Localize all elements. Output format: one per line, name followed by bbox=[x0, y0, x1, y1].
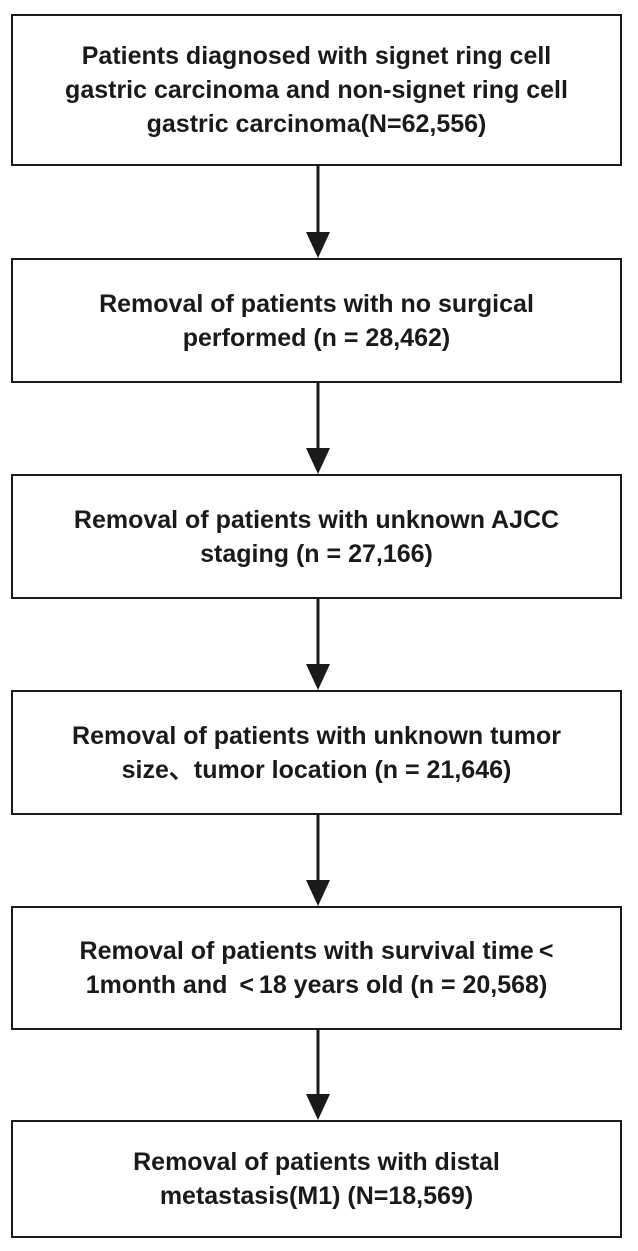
step-box-3: Removal of patients with unknown AJCC st… bbox=[11, 474, 622, 599]
arrow-down-2 bbox=[306, 383, 330, 474]
step-box-5: Removal of patients with survival time <… bbox=[11, 906, 622, 1030]
step-box-2: Removal of patients with no surgical per… bbox=[11, 258, 622, 383]
arrow-down-5 bbox=[306, 1030, 330, 1120]
step-text-3: Removal of patients with unknown AJCC st… bbox=[73, 505, 560, 568]
step-text-4: Removal of patients with unknown tumor s… bbox=[72, 721, 561, 784]
step-text-2: Removal of patients with no surgical per… bbox=[99, 289, 534, 352]
step-box-6: Removal of patients with distal metastas… bbox=[11, 1120, 622, 1238]
step-box-1: Patients diagnosed with signet ring cell… bbox=[11, 14, 622, 166]
step-box-4: Removal of patients with unknown tumor s… bbox=[11, 690, 622, 815]
arrow-down-3 bbox=[306, 599, 330, 690]
step-text-6: Removal of patients with distal metastas… bbox=[133, 1148, 500, 1210]
arrow-down-4 bbox=[306, 815, 330, 906]
step-text-1: Patients diagnosed with signet ring cell… bbox=[65, 42, 568, 138]
arrow-down-1 bbox=[306, 166, 330, 258]
step-text-5: Removal of patients with survival time <… bbox=[79, 937, 554, 999]
